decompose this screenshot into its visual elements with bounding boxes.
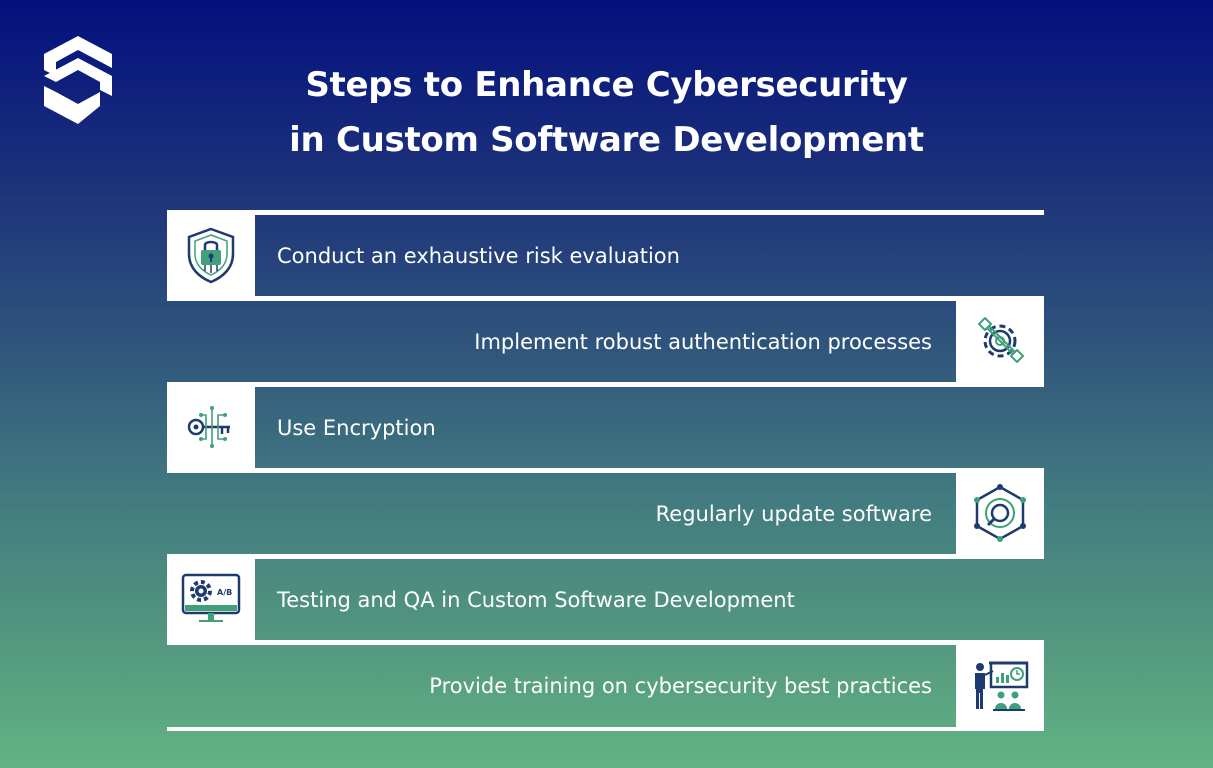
step-label: Conduct an exhaustive risk evaluation bbox=[277, 243, 680, 268]
step-label: Provide training on cybersecurity best p… bbox=[429, 674, 932, 698]
step-icon-tile: A/B bbox=[167, 554, 255, 644]
step-band: Conduct an exhaustive risk evaluation bbox=[255, 210, 1044, 300]
steps-list: Conduct an exhaustive risk evaluation Im… bbox=[167, 210, 1044, 731]
step-band: Implement robust authentication processe… bbox=[167, 296, 956, 386]
step-band: Testing and QA in Custom Software Develo… bbox=[255, 554, 1044, 644]
step-risk-evaluation: Conduct an exhaustive risk evaluation bbox=[167, 210, 1044, 300]
presentation-training-icon bbox=[975, 661, 1029, 711]
step-band: Regularly update software bbox=[167, 468, 956, 558]
step-icon-tile bbox=[956, 468, 1044, 558]
step-label: Implement robust authentication processe… bbox=[474, 329, 932, 354]
step-icon-tile bbox=[167, 382, 255, 472]
step-band: Use Encryption bbox=[255, 382, 1044, 472]
step-label: Regularly update software bbox=[655, 501, 932, 526]
step-training: Provide training on cybersecurity best p… bbox=[167, 640, 1044, 731]
step-update-software: Regularly update software bbox=[167, 468, 1044, 558]
encryption-key-circuit-icon bbox=[187, 406, 230, 448]
page-title: Steps to Enhance Cybersecurity in Custom… bbox=[0, 58, 1213, 168]
step-icon-tile bbox=[167, 210, 255, 300]
step-testing-qa: A/B Testing and QA in Custom Software De… bbox=[167, 554, 1044, 644]
brand-s-logo-icon bbox=[38, 34, 120, 126]
tile-ab-text: A/B bbox=[217, 588, 232, 597]
step-authentication: Implement robust authentication processe… bbox=[167, 296, 1044, 386]
shield-lock-icon bbox=[187, 227, 235, 284]
step-label: Testing and QA in Custom Software Develo… bbox=[277, 587, 795, 612]
gear-wrench-icon bbox=[978, 317, 1024, 363]
step-label: Use Encryption bbox=[277, 415, 436, 440]
step-icon-tile bbox=[956, 296, 1044, 386]
monitor-gear-ab-icon: A/B bbox=[181, 573, 241, 622]
step-icon-tile bbox=[956, 640, 1044, 731]
title-line-1: Steps to Enhance Cybersecurity bbox=[305, 65, 908, 105]
step-band: Provide training on cybersecurity best p… bbox=[167, 640, 956, 731]
title-line-2: in Custom Software Development bbox=[289, 120, 924, 160]
step-encryption: Use Encryption bbox=[167, 382, 1044, 472]
hexagon-network-icon bbox=[974, 484, 1026, 542]
